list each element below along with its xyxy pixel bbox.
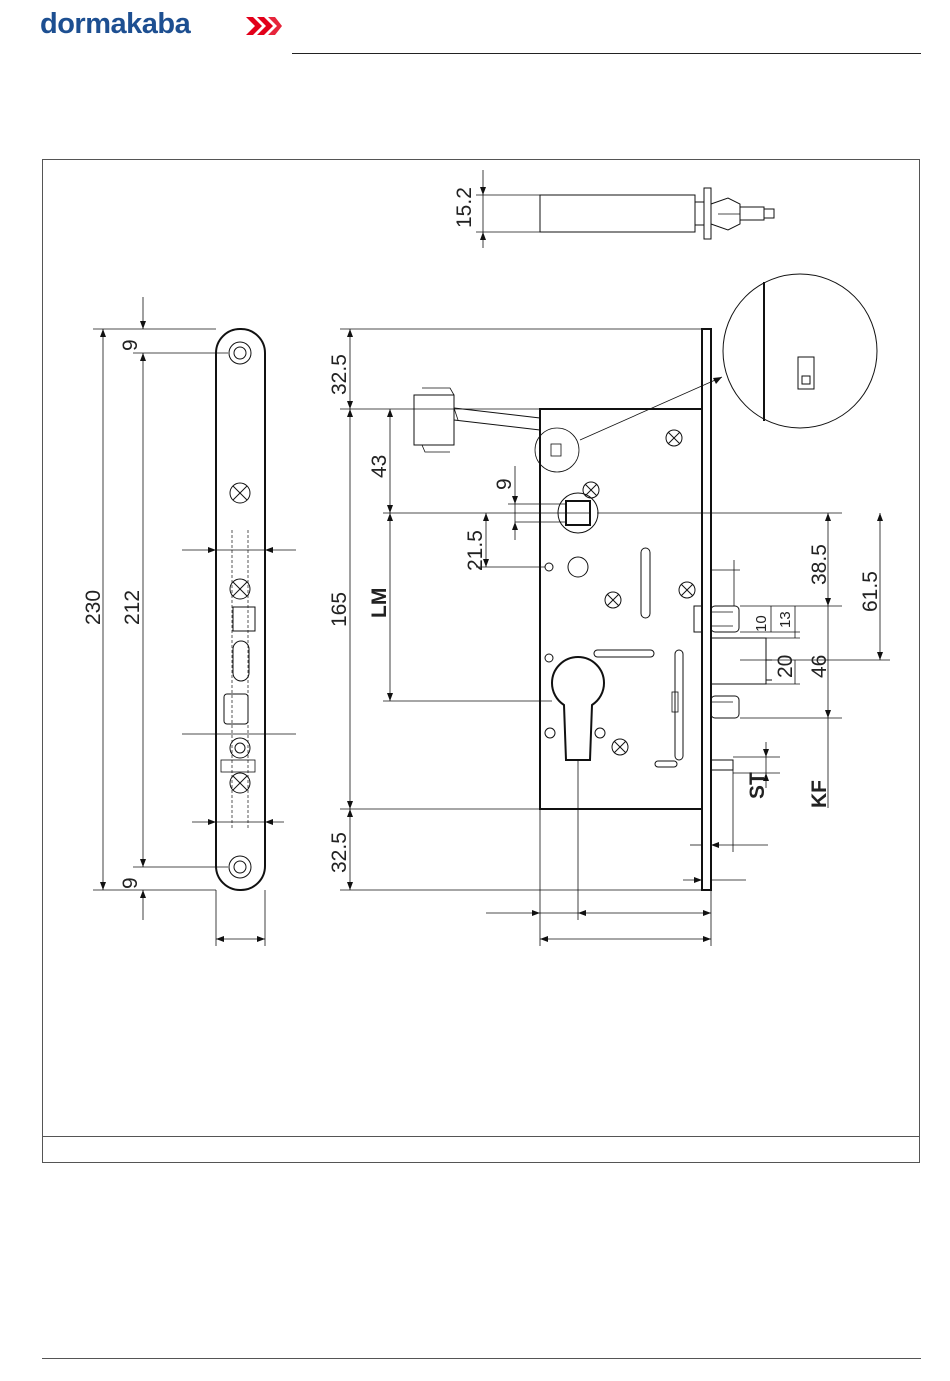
screw-icon: [605, 592, 621, 608]
dim-follower-to-hole: 21.5: [464, 530, 487, 571]
dim-top-offset: 9: [119, 339, 142, 351]
screw-icon: [679, 582, 695, 598]
lock-body-dimensions: [340, 329, 768, 946]
faceplate-front-view: [182, 329, 296, 946]
dim-cable-height: 15.2: [453, 187, 476, 228]
screw-icon: [612, 739, 628, 755]
dim-bottom-offset: 9: [119, 877, 142, 889]
lock-body-side-view: [414, 329, 772, 890]
screw-icon: [583, 482, 599, 498]
dim-body-top-offset: 32.5: [328, 354, 351, 395]
screw-icon: [230, 483, 250, 503]
screw-icon: [230, 579, 250, 599]
dim-body-height: 165: [328, 592, 351, 627]
dim-bolt-spacing: 46: [808, 655, 831, 678]
dim-latch-height: 10: [753, 615, 770, 632]
screw-icon: [666, 430, 682, 446]
cable-top-view: [476, 170, 774, 248]
dim-st-label: ST: [746, 772, 769, 799]
detail-magnified-view: [723, 274, 877, 428]
dim-kf-label: KF: [808, 780, 831, 808]
dim-deadbolt-height: 20: [774, 655, 797, 678]
dim-backset-label: LM: [368, 588, 391, 618]
dim-latch-gap: 13: [777, 611, 794, 628]
dim-to-latch: 38.5: [808, 544, 831, 585]
dim-body-bottom-offset: 32.5: [328, 832, 351, 873]
faceplate-dimensions: [93, 297, 228, 920]
dim-hole-spacing: 212: [121, 590, 144, 625]
dim-to-deadbolt: 61.5: [859, 571, 882, 612]
dim-total-height: 230: [82, 590, 105, 625]
screw-icon: [230, 773, 250, 793]
dim-follower-offset: 9: [493, 478, 516, 490]
dim-spindle-from-top: 43: [368, 455, 391, 478]
